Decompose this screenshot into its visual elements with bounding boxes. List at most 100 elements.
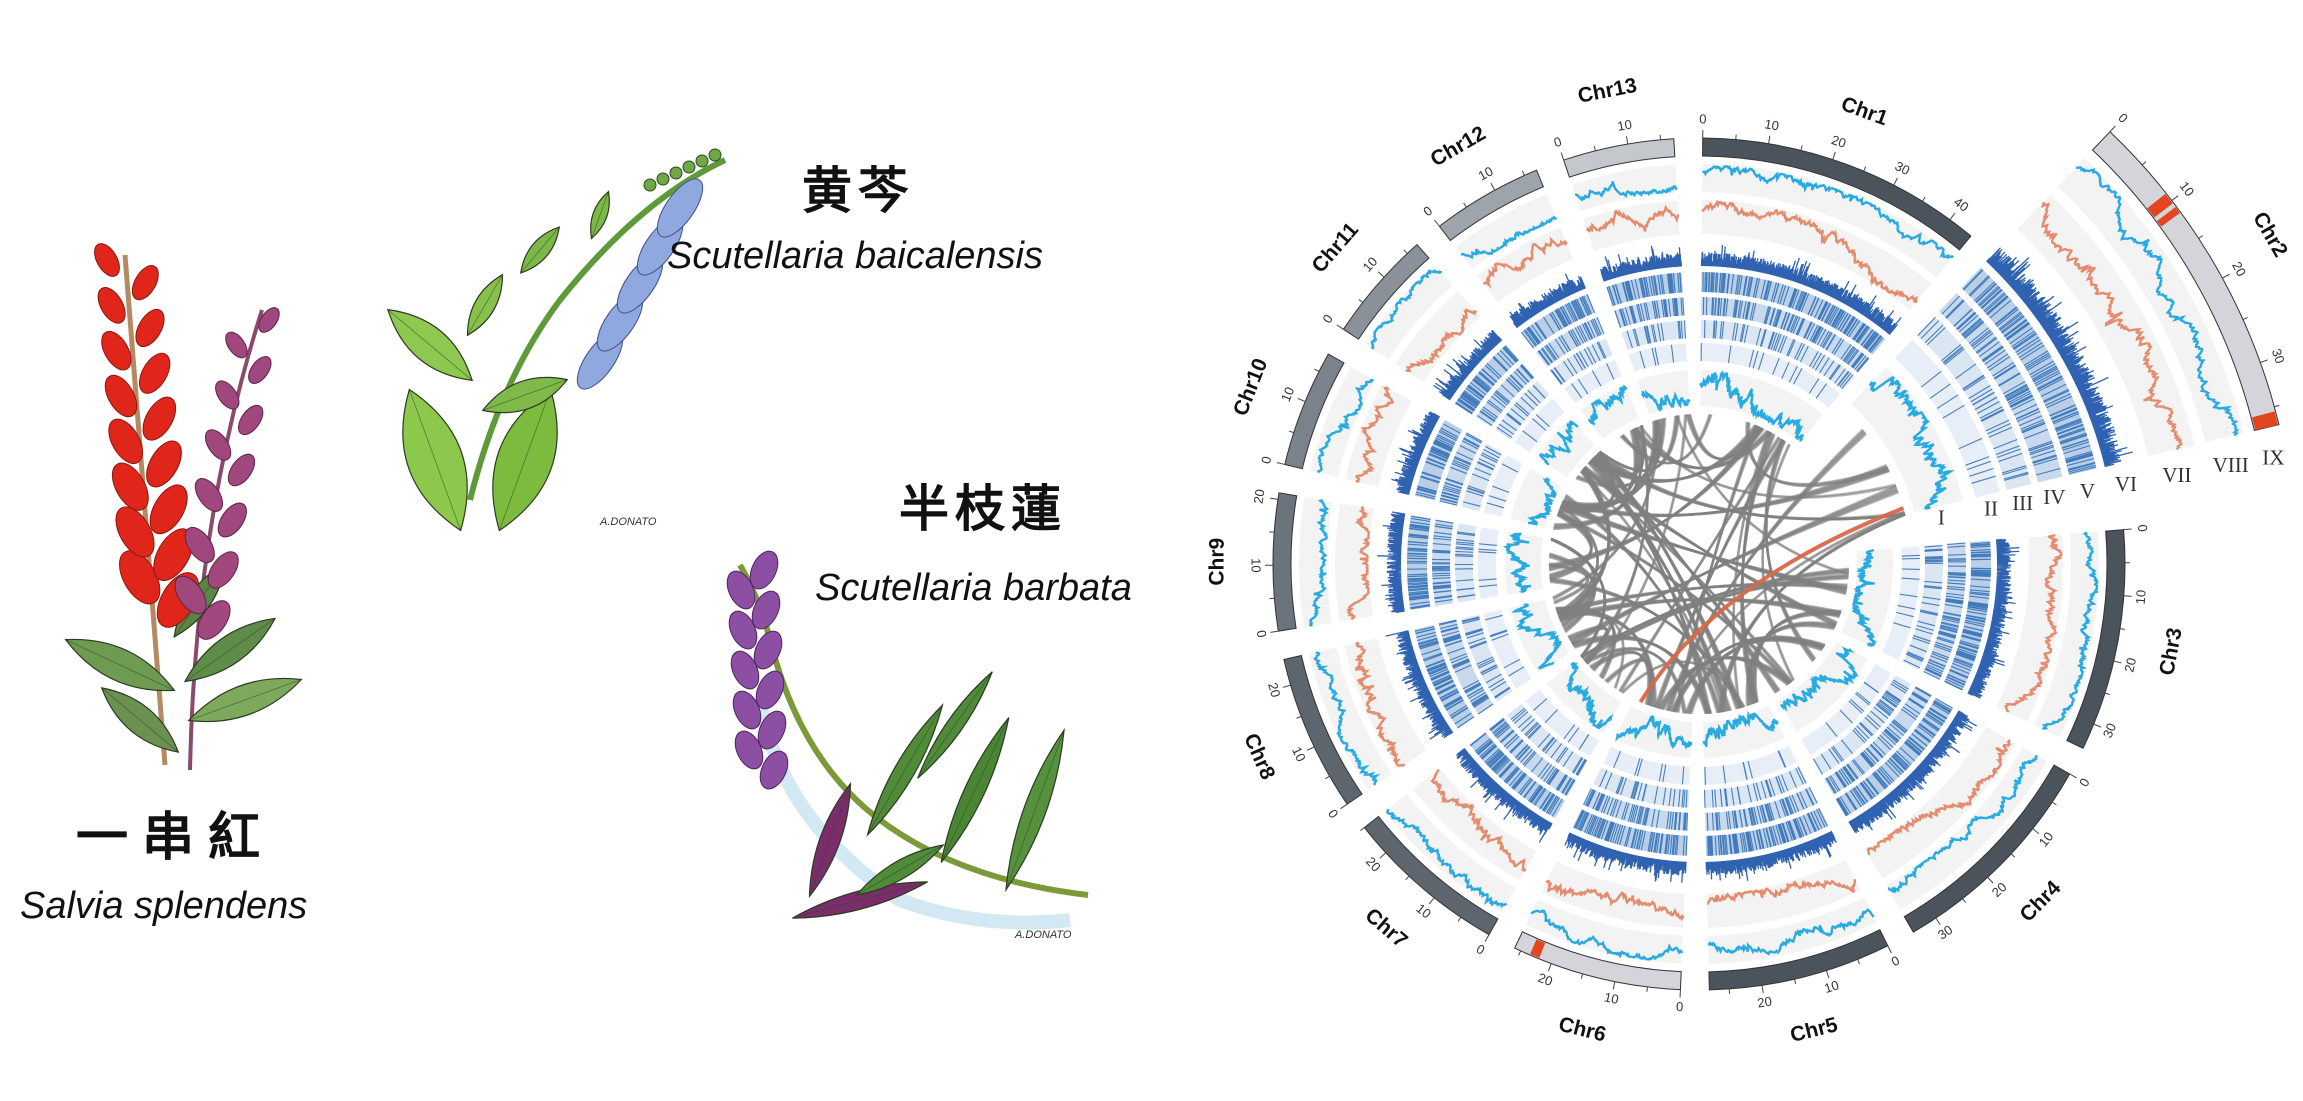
flower-bud (643, 178, 657, 192)
track-V-heatmap-lines (1520, 294, 1596, 349)
salvia-leaf-vein (188, 679, 302, 721)
track-IV-heatmap-background (1476, 363, 1535, 427)
purple-flower-petal (194, 478, 224, 512)
tick-mark (1612, 981, 1616, 990)
tick-label: 0 (1258, 455, 1274, 466)
track-VII-line (1405, 308, 1478, 372)
track-label-ix: IX (2262, 445, 2284, 469)
track-I-background (1702, 705, 1786, 758)
purple-flower-petal (184, 526, 215, 564)
red-flower-petal (115, 506, 155, 558)
ideogram-chr4 (1903, 764, 2071, 933)
barbata-leaf-vein (1005, 729, 1065, 891)
track-V-heatmap-background (1606, 272, 1683, 307)
tick-mark (1358, 298, 1364, 303)
salvia-chinese-name: 一串紅 (76, 807, 274, 868)
chromosome-label: Chr11 (1307, 218, 1363, 277)
salvia-leaf-vein (65, 639, 175, 691)
chromosome-label: Chr4 (2015, 876, 2065, 926)
synteny-link (1732, 431, 1771, 709)
track-II-heatmap-lines (1613, 750, 1685, 785)
tick-mark (1463, 202, 1467, 208)
chromosome-chr12: 010 (1420, 163, 1639, 439)
tick-mark (1434, 219, 1440, 227)
chromosome-label: Chr7 (1361, 904, 1412, 953)
track-VIII-background (1384, 794, 1516, 913)
ideogram-chr3 (2066, 529, 2126, 749)
tick-mark (1593, 145, 1596, 151)
baicalensis-leaf-vein (520, 226, 560, 274)
track-II-heatmap-lines (1486, 463, 1519, 509)
baicalensis-latin-name: Scutellaria baicalensis (667, 235, 1043, 277)
track-V-heatmap-lines (1707, 808, 1828, 856)
purple-flower-petal (238, 404, 264, 436)
tick-label: 10 (1603, 989, 1620, 1007)
barbata-purple-leaf-vein (809, 783, 851, 897)
baicalensis-chinese-name: 黄芩 (802, 161, 914, 220)
track-III-heatmap-lines (1703, 320, 1854, 389)
track-IV-heatmap-lines (1941, 295, 2061, 476)
track-V-heatmap-background (1415, 420, 1463, 501)
salvia-splendens-illustration (64, 243, 303, 771)
tick-mark (1270, 630, 1279, 633)
synteny-link (1635, 427, 1773, 470)
track-V-heatmap-lines (1415, 423, 1461, 500)
track-IV-heatmap-lines (1614, 297, 1685, 328)
track-II-heatmap-background (1478, 527, 1499, 599)
track-V-heatmap-lines (1469, 732, 1563, 817)
track-VII-line (1545, 879, 1685, 922)
tick-label: 30 (2269, 347, 2288, 366)
tick-mark (1282, 684, 1291, 688)
red-flower-petal (94, 243, 120, 277)
ideogram-chr1 (1702, 137, 1972, 251)
synteny-link (1557, 510, 1790, 686)
chromosome-label: Chr5 (1788, 1013, 1840, 1047)
tick-mark (2109, 125, 2116, 133)
synteny-link (1584, 465, 1836, 628)
track-V-heatmap-lines (1414, 626, 1475, 729)
scutellaria-barbata-illustration (726, 550, 1089, 930)
track-VIII-line (1316, 378, 1375, 474)
tick-mark (2222, 273, 2230, 279)
tick-mark (1800, 145, 1803, 151)
tick-mark (1893, 177, 1898, 186)
track-V-heatmap-lines (1944, 541, 1992, 691)
tick-label: 0 (1420, 203, 1435, 219)
track-VI-histogram (1564, 832, 1687, 883)
track-I-line (1588, 384, 1628, 426)
tick-label: 0 (1325, 807, 1341, 821)
track-I-line (1868, 375, 1955, 510)
track-II-heatmap-background (1484, 455, 1523, 517)
track-label-iii: III (2012, 491, 2033, 515)
track-III-heatmap-lines (1598, 770, 1688, 808)
synteny-link (1549, 508, 1593, 576)
track-I-line (1565, 661, 1614, 730)
track-VII-line (1355, 385, 1395, 483)
ideogram-chr11 (1342, 243, 1430, 340)
tick-mark (1269, 497, 1279, 500)
track-I-line (1779, 646, 1859, 712)
track-VIII-line (1308, 499, 1330, 627)
purple-spike-stem (188, 309, 264, 771)
barbata-latin-name: Scutellaria barbata (815, 567, 1132, 609)
highlight-region (1530, 939, 1546, 958)
track-VIII-background (1525, 899, 1683, 964)
track-VIII-background (1299, 497, 1333, 628)
red-flower-petal (146, 440, 182, 488)
track-IV-heatmap-lines (1439, 432, 1483, 506)
tick-label: 0 (1319, 312, 1336, 326)
track-V-heatmap-lines (1454, 345, 1519, 415)
synteny-link (1550, 537, 1606, 658)
tick-mark (1949, 213, 1956, 221)
tick-label: 10 (2133, 589, 2149, 605)
blue-flower (656, 178, 704, 238)
track-VII-line (1345, 506, 1371, 621)
flower-bud (669, 166, 683, 180)
track-V-heatmap-background (1521, 294, 1596, 349)
tick-mark (1297, 398, 1306, 403)
track-I-background (1580, 384, 1639, 439)
track-II-heatmap-background (1801, 664, 1892, 755)
barbata-chinese-name: 半枝蓮 (899, 479, 1067, 538)
tick-mark (2198, 235, 2204, 239)
tick-mark (1547, 963, 1552, 972)
